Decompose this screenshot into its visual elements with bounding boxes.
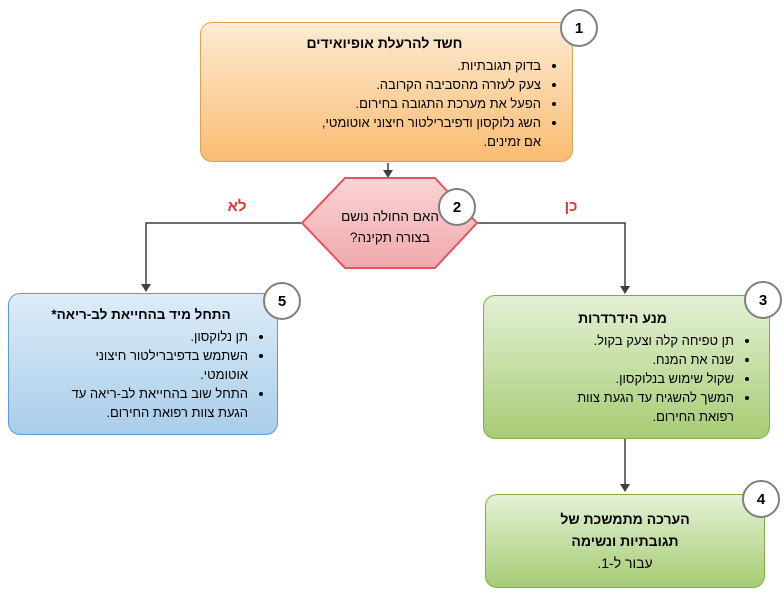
bullet-item: הפעל את מערכת התגובה בחירום. xyxy=(213,94,541,113)
step-5-content: התחל מיד בהחייאת לב-ריאה* תן נלוקסון.השת… xyxy=(9,294,277,422)
step-number-2: 2 xyxy=(452,198,462,216)
step-1-content: חשד להרעלת אופיואידים בדוק תגובתיות.צעק … xyxy=(201,23,572,151)
bullet-item: תן טפיחה קלה וצעק בקול. xyxy=(496,331,734,350)
step-number-badge-3: 3 xyxy=(744,281,782,319)
bullet-item: בדוק תגובתיות. xyxy=(213,56,541,75)
step-number-badge-1: 1 xyxy=(560,9,598,47)
decision-question: האם החולה נושם בצורה תקינה? xyxy=(341,209,439,245)
branch-label-no: לא xyxy=(227,198,247,215)
bullet-item: התחל שוב בהחייאת לב-ריאה עד הגעת צוות רפ… xyxy=(19,384,248,422)
branch-label-yes: כן xyxy=(564,198,578,215)
step-number-badge-5: 5 xyxy=(263,282,301,320)
step-number-1: 1 xyxy=(574,19,584,37)
step-4-box: הערכה מתמשכת של תגובתיות ונשימה עבור ל-1… xyxy=(485,494,765,588)
arrow-decision-no xyxy=(145,222,302,284)
step-5-title: התחל מיד בהחייאת לב-ריאה* xyxy=(51,307,231,322)
step-5-box: התחל מיד בהחייאת לב-ריאה* תן נלוקסון.השת… xyxy=(8,293,278,435)
step-number-badge-2: 2 xyxy=(438,188,476,226)
step-5-bullet-list: תן נלוקסון.השתמש בדפיברילטור חיצוני אוטו… xyxy=(19,327,263,422)
step-number-badge-4: 4 xyxy=(742,480,780,518)
step-4-note: עבור ל-1. xyxy=(597,555,653,571)
step-number-5: 5 xyxy=(277,292,287,310)
step-3-bullet-list: תן טפיחה קלה וצעק בקול.שנה את המנח.שקול … xyxy=(496,331,749,426)
bullet-item: המשך להשגיח עד הגעת צוות רפואת החירום. xyxy=(496,388,734,426)
bullet-item: תן נלוקסון. xyxy=(19,327,248,346)
step-3-title: מנע הידרדרות xyxy=(578,310,667,326)
bullet-item: השתמש בדפיברילטור חיצוני אוטומטי. xyxy=(19,346,249,384)
step-3-content: מנע הידרדרות תן טפיחה קלה וצעק בקול.שנה … xyxy=(484,296,769,426)
arrowhead-step3-to-step4 xyxy=(620,484,630,492)
arrowhead-decision-yes xyxy=(620,286,630,294)
arrow-decision-yes xyxy=(477,222,626,286)
step-1-bullet-list: בדוק תגובתיות.צעק לעזרה מהסביבה הקרובה.ה… xyxy=(213,56,556,151)
arrowhead-step1-to-decision xyxy=(383,170,393,178)
bullet-item: שקול שימוש בנלוקסון. xyxy=(496,369,734,388)
step-number-4: 4 xyxy=(756,490,766,508)
bullet-item: צעק לעזרה מהסביבה הקרובה. xyxy=(213,75,541,94)
step-4-title: הערכה מתמשכת של תגובתיות ונשימה xyxy=(560,511,690,549)
step-4-content: הערכה מתמשכת של תגובתיות ונשימה עבור ל-1… xyxy=(486,495,764,574)
bullet-item: השג נלוקסון ודפיברילטור חיצוני אוטומטי, … xyxy=(213,113,541,151)
step-1-box: חשד להרעלת אופיואידים בדוק תגובתיות.צעק … xyxy=(200,22,573,162)
decision-hexagon xyxy=(300,177,479,269)
step-3-box: מנע הידרדרות תן טפיחה קלה וצעק בקול.שנה … xyxy=(483,295,770,439)
step-1-title: חשד להרעלת אופיואידים xyxy=(306,35,463,51)
arrowhead-decision-no xyxy=(141,284,151,292)
step-number-3: 3 xyxy=(758,291,768,309)
bullet-item: שנה את המנח. xyxy=(496,350,734,369)
